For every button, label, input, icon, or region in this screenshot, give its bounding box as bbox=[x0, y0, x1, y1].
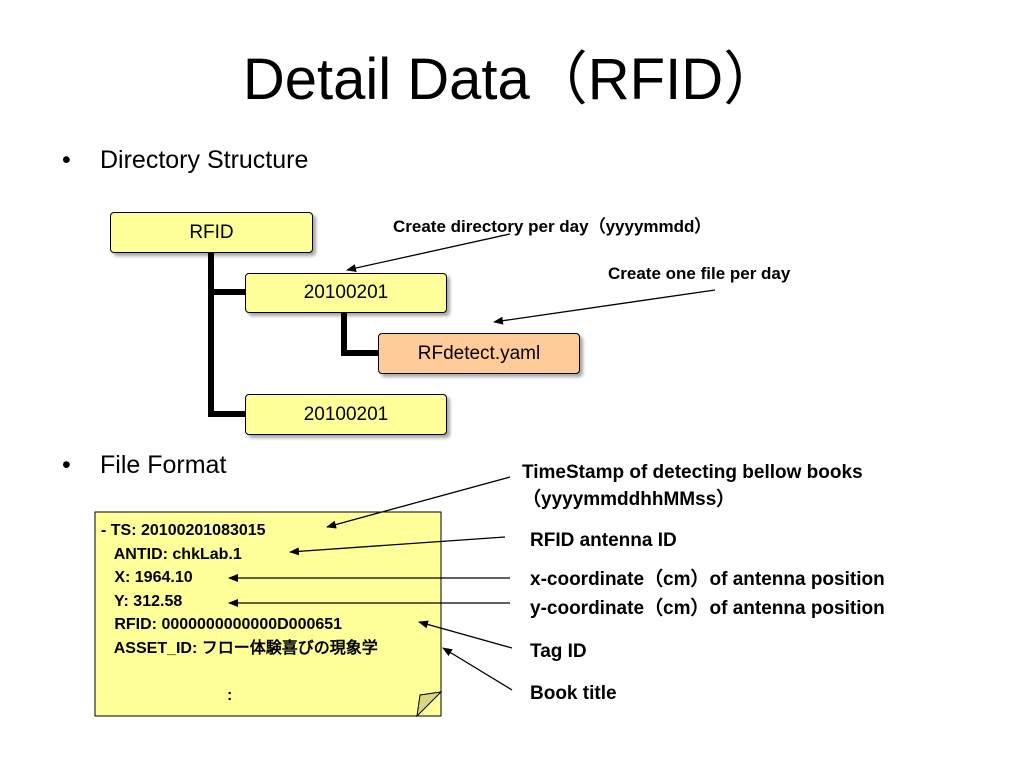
yaml-line-antid: ANTID: chkLab.1 bbox=[101, 545, 242, 563]
annotation-y-coordinate: y-coordinate（cm）of antenna position bbox=[530, 598, 885, 619]
annotation-per-day-directory: Create directory per day（yyyymmdd） bbox=[393, 217, 712, 236]
annotation-book-title: Book title bbox=[530, 683, 617, 704]
folder-day-2: 20100201 bbox=[245, 394, 447, 435]
annotation-x-coordinate: x-coordinate（cm）of antenna position bbox=[530, 569, 885, 590]
folder-rfid: RFID bbox=[110, 212, 313, 253]
arrow-book-title bbox=[442, 647, 513, 691]
yaml-line-rfid: RFID: 0000000000000D000651 bbox=[101, 616, 343, 633]
arrow-per-day-directory bbox=[346, 233, 511, 272]
bullet-file-format: File Format bbox=[100, 451, 227, 479]
annotation-timestamp-line1: TimeStamp of detecting bellow books bbox=[522, 462, 863, 483]
bullet-marker: • bbox=[62, 146, 71, 174]
folder-day-1: 20100201 bbox=[245, 273, 447, 313]
annotation-tag-id: Tag ID bbox=[530, 641, 587, 662]
tree-connector-file bbox=[341, 312, 380, 356]
folder-day-2-label: 20100201 bbox=[303, 403, 389, 425]
folder-rfid-label: RFID bbox=[189, 221, 234, 243]
arrow-timestamp bbox=[326, 476, 511, 529]
bullet-directory-structure: Directory Structure bbox=[100, 146, 309, 174]
slide-title: Detail Data（RFID） bbox=[242, 47, 782, 112]
yaml-continuation: : bbox=[227, 687, 233, 704]
tree-connector-root bbox=[208, 252, 247, 417]
arrow-one-file-per-day bbox=[493, 289, 716, 325]
yaml-line-ts: - TS: 20100201083015 bbox=[101, 522, 266, 539]
yaml-line-y: Y: 312.58 bbox=[101, 592, 183, 610]
annotation-antenna-id: RFID antenna ID bbox=[530, 530, 677, 551]
yaml-record: - TS: 20100201083015 ANTID: chkLab.1 X: … bbox=[101, 519, 378, 660]
file-rfdetect-yaml-label: RFdetect.yaml bbox=[417, 342, 541, 364]
annotation-one-file-per-day: Create one file per day bbox=[608, 264, 791, 283]
annotation-arrows bbox=[228, 233, 716, 691]
file-rfdetect-yaml: RFdetect.yaml bbox=[378, 333, 580, 374]
yaml-note-fold bbox=[416, 691, 443, 718]
arrow-antenna-id bbox=[289, 536, 506, 556]
yaml-line-asset-id: ASSET_ID: フロー体験喜びの現象学 bbox=[101, 639, 378, 657]
annotation-timestamp-line2: （yyyymmddhhMMss） bbox=[522, 489, 736, 510]
tree-connectors bbox=[208, 252, 380, 417]
folder-day-1-label: 20100201 bbox=[303, 282, 389, 303]
bullet-marker: • bbox=[62, 451, 71, 479]
arrow-tag-id bbox=[418, 620, 513, 649]
yaml-line-x: X: 1964.10 bbox=[101, 569, 193, 586]
